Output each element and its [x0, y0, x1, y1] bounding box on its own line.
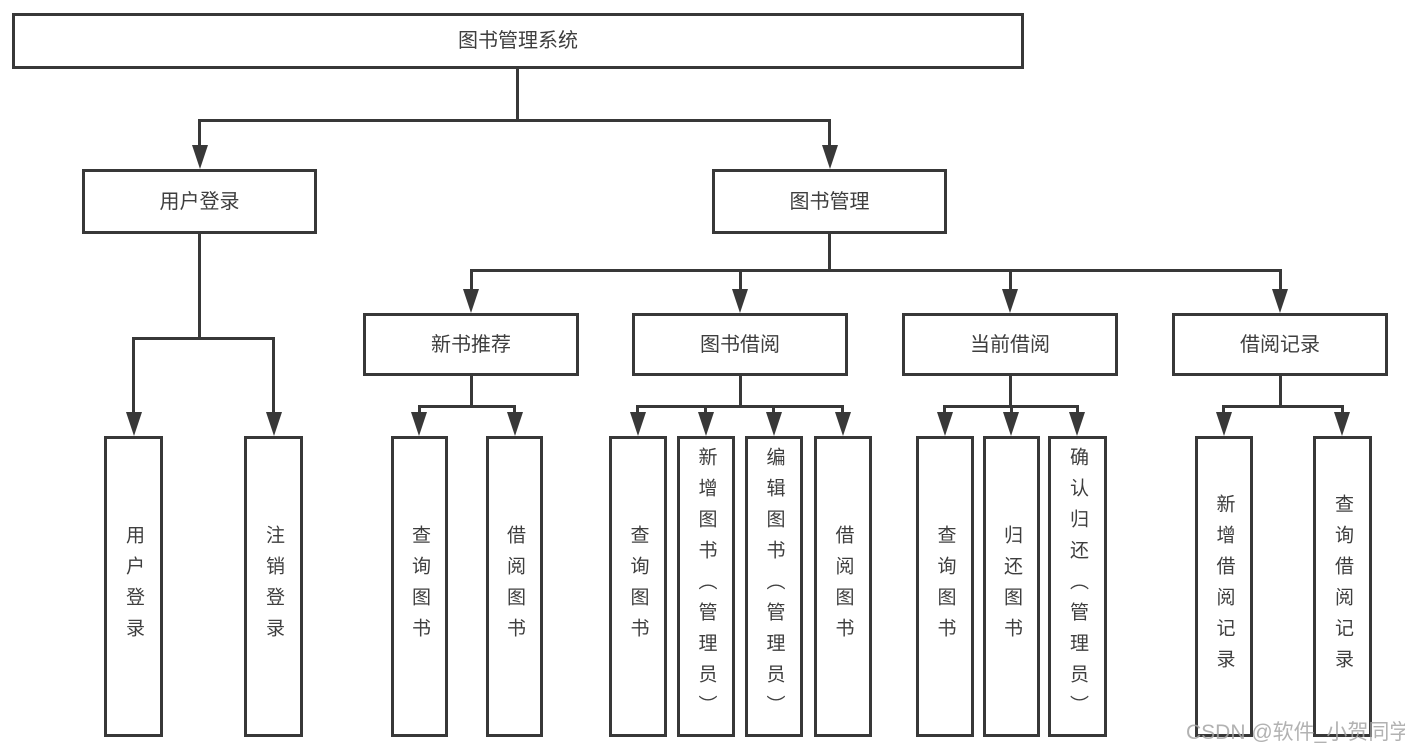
connector-group-split	[419, 405, 516, 408]
leaf-edit-book-admin: 编辑图书（管理员）	[745, 436, 803, 737]
node-book-borrowing: 图书借阅	[632, 313, 848, 376]
node-label: 图书借阅	[700, 333, 780, 356]
node-library-system: 图书管理系统	[12, 13, 1024, 69]
connector-l3-stem	[739, 269, 742, 292]
connector-l3-split	[470, 269, 1282, 272]
node-label: 新书推荐	[431, 333, 511, 356]
connector-leaf-stem	[636, 405, 639, 416]
leaf-add-book-admin: 新增图书（管理员）	[677, 436, 735, 737]
node-label: 确认归还（管理员）	[1067, 447, 1088, 726]
node-label: 查询图书	[934, 524, 956, 649]
arrow-down-icon	[1002, 289, 1018, 313]
connector-leaf-stem	[1222, 405, 1225, 416]
arrow-down-icon	[192, 145, 208, 169]
arrow-down-icon	[463, 289, 479, 313]
leaf-query-borrow-record: 查询借阅记录	[1313, 436, 1372, 737]
arrow-down-icon	[835, 412, 851, 436]
node-label: 编辑图书（管理员）	[763, 447, 785, 726]
arrow-down-icon	[698, 412, 714, 436]
arrow-down-icon	[507, 412, 523, 436]
leaf-user-login: 用户登录	[104, 436, 163, 737]
arrow-down-icon	[126, 412, 142, 436]
node-label: 查询图书	[627, 524, 649, 649]
node-label: 新增借阅记录	[1213, 493, 1235, 680]
connector-leaf-stem	[418, 405, 421, 416]
connector-group-split	[1223, 405, 1343, 408]
arrow-down-icon	[1069, 412, 1085, 436]
connector-leaf-stem	[772, 405, 775, 416]
node-label: 查询借阅记录	[1332, 493, 1353, 680]
connector-l2-stem-mgmt	[828, 119, 831, 147]
connector-l3-stem	[470, 269, 473, 292]
arrow-down-icon	[732, 289, 748, 313]
connector-root-split	[198, 119, 831, 122]
connector-leaf-stem	[704, 405, 707, 416]
connector-login-split	[132, 337, 275, 340]
leaf-query-books-2: 查询图书	[609, 436, 667, 737]
connector-group-stem	[1279, 376, 1282, 408]
node-label: 图书管理	[789, 190, 870, 213]
node-label: 图书管理系统	[458, 30, 578, 52]
connector-l3-stem	[1009, 269, 1012, 292]
node-label: 借阅图书	[832, 524, 854, 649]
node-label: 新增图书（管理员）	[695, 447, 717, 726]
node-book-management: 图书管理	[712, 169, 947, 234]
connector-group-split	[637, 405, 844, 408]
connector-leaf-stem	[272, 337, 275, 416]
connector-leaf-stem	[943, 405, 946, 416]
connector-root-stem	[516, 69, 519, 122]
node-label: 查询图书	[409, 524, 430, 649]
connector-leaf-stem	[513, 405, 516, 416]
connector-login-stem	[198, 234, 201, 340]
connector-l2-stem-login	[198, 119, 201, 147]
node-label: 用户登录	[123, 524, 144, 649]
arrow-down-icon	[266, 412, 282, 436]
leaf-query-books-1: 查询图书	[391, 436, 448, 737]
arrow-down-icon	[1003, 412, 1019, 436]
node-new-book-recommend: 新书推荐	[363, 313, 579, 376]
connector-l3-stem	[1279, 269, 1282, 292]
arrow-down-icon	[937, 412, 953, 436]
node-current-borrowing: 当前借阅	[902, 313, 1118, 376]
connector-group-stem	[1009, 376, 1012, 408]
node-label: 借阅图书	[504, 524, 525, 649]
arrow-down-icon	[766, 412, 782, 436]
leaf-query-books-3: 查询图书	[916, 436, 974, 737]
connector-leaf-stem	[1341, 405, 1344, 416]
arrow-down-icon	[1272, 289, 1288, 313]
connector-mgmt-stem	[828, 234, 831, 272]
arrow-down-icon	[630, 412, 646, 436]
leaf-add-borrow-record: 新增借阅记录	[1195, 436, 1253, 737]
leaf-borrow-books-1: 借阅图书	[486, 436, 543, 737]
node-label: 归还图书	[1001, 524, 1022, 649]
connector-leaf-stem	[1076, 405, 1079, 416]
leaf-return-book: 归还图书	[983, 436, 1040, 737]
node-label: 当前借阅	[970, 333, 1050, 356]
connector-group-stem	[739, 376, 742, 408]
node-label: 注销登录	[263, 524, 284, 649]
connector-leaf-stem	[841, 405, 844, 416]
arrow-down-icon	[411, 412, 427, 436]
node-borrow-records: 借阅记录	[1172, 313, 1388, 376]
node-label: 借阅记录	[1240, 333, 1320, 356]
leaf-confirm-return-admin: 确认归还（管理员）	[1048, 436, 1107, 737]
arrow-down-icon	[1216, 412, 1232, 436]
connector-group-stem	[470, 376, 473, 408]
connector-leaf-stem	[1010, 405, 1013, 416]
csdn-watermark: CSDN @软件_小贺同学	[1186, 721, 1405, 744]
arrow-down-icon	[1334, 412, 1350, 436]
arrow-down-icon	[822, 145, 838, 169]
node-user-login: 用户登录	[82, 169, 317, 234]
connector-leaf-stem	[132, 337, 135, 416]
leaf-logout: 注销登录	[244, 436, 303, 737]
node-label: 用户登录	[159, 190, 240, 213]
leaf-borrow-books-2: 借阅图书	[814, 436, 872, 737]
